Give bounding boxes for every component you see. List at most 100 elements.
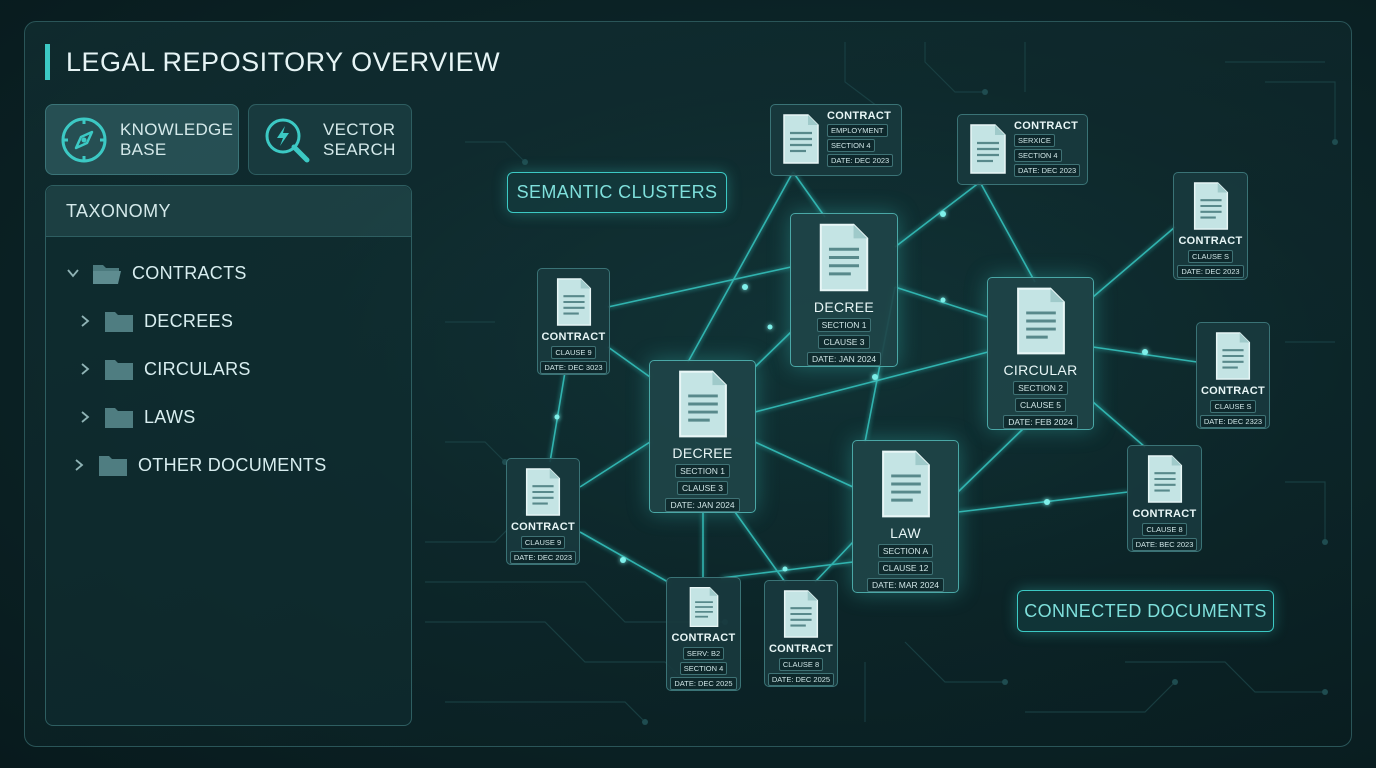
chevron-down-icon [67, 269, 79, 278]
node-title: CONTRACT [510, 521, 576, 533]
document-node-major[interactable]: DECREE SECTION 1 CLAUSE 3 DATE: JAN 2024 [790, 213, 898, 367]
node-tag: DATE: DEC 2023 [1177, 265, 1244, 278]
chevron-right-icon [75, 459, 84, 471]
node-tag: SECTION A [877, 544, 934, 558]
document-node[interactable]: CONTRACT CLAUSE 9 DATE: DEC 2023 [506, 458, 580, 565]
chevron-right-icon [81, 411, 90, 423]
node-title: DECREE [813, 299, 875, 315]
app-frame: LEGAL REPOSITORY OVERVIEW KNOWLEDGE BASE… [24, 21, 1352, 747]
node-tag: DATE: BEC 2023 [1131, 538, 1198, 551]
node-tag: SECTION 1 [675, 464, 730, 478]
node-tag: EMPLOYMENT [827, 124, 888, 137]
document-node[interactable]: CONTRACT CLAUSE 9 DATE: DEC 3023 [537, 268, 610, 375]
node-tag: CLAUSE 8 [778, 658, 824, 671]
document-icon [525, 468, 561, 516]
semantic-clusters-label: SEMANTIC CLUSTERS [507, 172, 727, 213]
node-tag: DATE: DEC 3023 [540, 361, 607, 374]
node-tag: CLAUSE 3 [676, 481, 729, 495]
document-icon [1215, 332, 1251, 380]
tree-item-label: CIRCULARS [144, 358, 251, 379]
document-node[interactable]: CONTRACT SERV: B2 SECTION 4 DATE: DEC 20… [666, 577, 741, 691]
node-tag: DATE: DEC 2025 [767, 673, 835, 686]
document-node-major[interactable]: CIRCULAR SECTION 2 CLAUSE 5 DATE: FEB 20… [987, 277, 1094, 430]
document-node[interactable]: CONTRACT SERXICE SECTION 4 DATE: DEC 202… [957, 114, 1088, 185]
node-tag: CLAUSE 5 [1014, 398, 1067, 412]
node-tag: SECTION 4 [1014, 149, 1062, 162]
node-title: DECREE [672, 445, 733, 461]
node-title: CONTRACT [1178, 235, 1243, 247]
knowledge-base-button[interactable]: KNOWLEDGE BASE [45, 104, 239, 175]
node-tag: DATE: FEB 2024 [1003, 415, 1078, 429]
node-tag: DATE: DEC 2023 [827, 154, 894, 167]
search-bolt-icon [265, 118, 310, 162]
node-title: CONTRACT [671, 632, 736, 644]
node-tag: SECTION 2 [1013, 381, 1068, 395]
node-tag: CLAUSE S [1210, 400, 1256, 413]
chevron-right-icon [81, 363, 90, 375]
document-node-major[interactable]: LAW SECTION A CLAUSE 12 DATE: MAR 2024 [852, 440, 959, 593]
compass-icon [61, 117, 107, 162]
document-icon [1147, 455, 1182, 503]
node-tag: CLAUSE S [1187, 250, 1234, 263]
document-icon [783, 114, 819, 164]
node-tag: CLAUSE 12 [877, 561, 934, 575]
node-title: CONTRACT [1132, 508, 1197, 520]
node-title: LAW [890, 525, 921, 541]
node-tag: DATE: DEC 2023 [1014, 164, 1081, 177]
vector-search-button[interactable]: VECTOR SEARCH [248, 104, 412, 175]
folder-icon [99, 456, 127, 476]
tree-item-circulars[interactable]: CIRCULARS [78, 357, 251, 381]
document-node[interactable]: CONTRACT EMPLOYMENT SECTION 4 DATE: DEC … [770, 104, 902, 176]
node-tag: SERV: B2 [682, 647, 725, 660]
vector-search-label: VECTOR SEARCH [323, 119, 396, 159]
knowledge-base-label: KNOWLEDGE BASE [120, 119, 234, 159]
document-icon [1193, 182, 1228, 230]
node-tag: SERXICE [1014, 134, 1055, 147]
node-tag: CLAUSE 9 [551, 346, 596, 359]
folder-icon [105, 408, 133, 428]
node-tag: DATE: DEC 2023 [509, 551, 577, 564]
document-node[interactable]: CONTRACT CLAUSE 8 DATE: BEC 2023 [1127, 445, 1202, 552]
tree-item-label: CONTRACTS [132, 262, 247, 283]
folder-icon [105, 360, 133, 380]
page-title: LEGAL REPOSITORY OVERVIEW [45, 44, 500, 80]
node-title: CONTRACT [541, 331, 606, 343]
document-node[interactable]: CONTRACT CLAUSE S DATE: DEC 2023 [1173, 172, 1248, 280]
node-title: CONTRACT [1014, 120, 1079, 132]
chevron-right-icon [81, 315, 90, 327]
folder-open-icon [93, 265, 121, 284]
document-node[interactable]: CONTRACT CLAUSE S DATE: DEC 2323 [1196, 322, 1270, 429]
node-title: CONTRACT [827, 110, 892, 122]
document-icon [689, 587, 718, 627]
node-tag: CLAUSE 3 [818, 335, 870, 349]
node-tag: DATE: JAN 2024 [665, 498, 740, 512]
document-icon [819, 223, 869, 292]
node-tag: SECTION 1 [816, 318, 872, 332]
tree-item-other-documents[interactable]: OTHER DOCUMENTS [72, 453, 327, 477]
connected-documents-label: CONNECTED DOCUMENTS [1017, 590, 1274, 632]
tree-item-label: LAWS [144, 406, 196, 427]
tree-item-label: OTHER DOCUMENTS [138, 454, 327, 475]
node-title: CONTRACT [1200, 385, 1266, 397]
node-tag: DATE: DEC 2323 [1199, 415, 1267, 428]
folder-icon [105, 312, 133, 332]
node-title: CIRCULAR [1003, 362, 1078, 378]
document-node[interactable]: CONTRACT CLAUSE 8 DATE: DEC 2025 [764, 580, 838, 687]
document-icon [556, 278, 591, 326]
tree-item-laws[interactable]: LAWS [78, 405, 196, 429]
node-tag: SECTION 4 [827, 139, 875, 152]
document-icon [970, 124, 1006, 174]
semantic-graph-edges [549, 171, 1198, 583]
document-icon [881, 450, 930, 518]
node-title: CONTRACT [768, 643, 834, 655]
document-icon [1016, 287, 1065, 355]
document-icon [678, 370, 727, 438]
node-tag: DATE: DEC 2025 [670, 677, 737, 690]
node-tag: DATE: JAN 2024 [806, 352, 882, 366]
document-icon [783, 590, 819, 638]
taxonomy-panel: TAXONOMY CONTRACTS DECREES CIRCULARS LAW… [45, 185, 412, 726]
document-node-major[interactable]: DECREE SECTION 1 CLAUSE 3 DATE: JAN 2024 [649, 360, 756, 513]
tree-item-decrees[interactable]: DECREES [78, 309, 233, 333]
tree-item-contracts[interactable]: CONTRACTS [66, 261, 247, 285]
node-tag: DATE: MAR 2024 [867, 578, 944, 592]
